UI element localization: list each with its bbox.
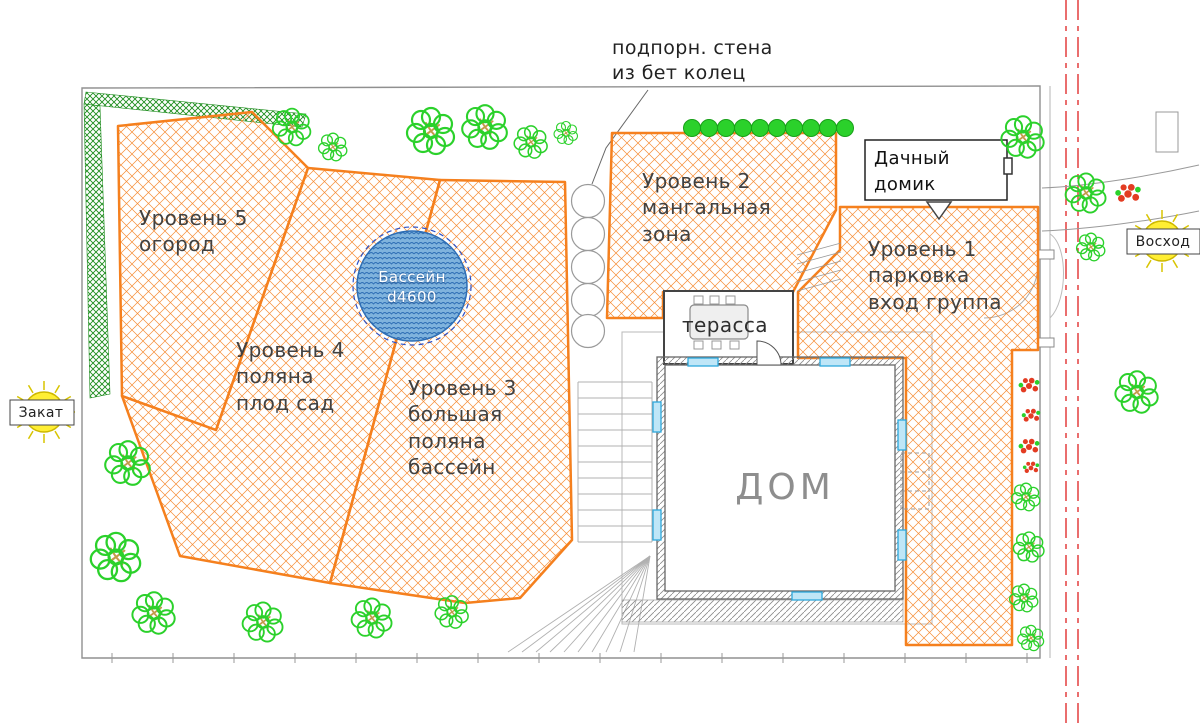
table-icon — [689, 295, 749, 350]
window — [819, 357, 851, 367]
window — [652, 401, 662, 433]
dimension-ticks — [111, 653, 1028, 663]
bush-icon — [717, 119, 735, 137]
door-swing — [756, 340, 782, 366]
pool — [352, 226, 472, 346]
gate-mark — [1037, 337, 1055, 348]
bush-icon — [819, 119, 837, 137]
zones-layer — [116, 110, 1040, 647]
house-building — [621, 340, 930, 623]
bush-icon — [836, 119, 854, 137]
window — [791, 591, 823, 601]
bush-row — [683, 119, 854, 137]
bush-icon — [768, 119, 786, 137]
window — [687, 357, 719, 367]
sunrise-icon — [1126, 209, 1200, 273]
flowers-icon — [1115, 183, 1141, 202]
sunset-icon — [9, 380, 76, 444]
basement-stairs — [900, 452, 930, 510]
zone3-area — [328, 178, 574, 605]
tree-icon — [1114, 370, 1159, 414]
pool-circle — [356, 230, 468, 342]
retaining-band — [621, 599, 904, 623]
sunrise-label-box — [1126, 228, 1200, 255]
slope-hatch — [507, 555, 651, 653]
window — [897, 529, 907, 561]
concrete-rings — [570, 183, 606, 349]
annotation-leader-line — [591, 89, 649, 185]
pool-dashed-outline — [352, 226, 472, 346]
bush-icon — [802, 119, 820, 137]
bush-icon — [734, 119, 752, 137]
road-post — [1155, 111, 1179, 153]
cottage-building — [864, 139, 1013, 221]
north-triangle-mark — [925, 201, 953, 221]
cottage-porch — [1003, 157, 1013, 175]
tree-icon — [1075, 232, 1106, 262]
bush-icon — [751, 119, 769, 137]
bush-icon — [683, 119, 701, 137]
gate-mark — [1037, 249, 1055, 260]
window — [652, 509, 662, 541]
steps — [577, 381, 653, 543]
bush-icon — [785, 119, 803, 137]
house-inner-wall — [664, 364, 896, 592]
tree-icon — [1064, 172, 1107, 214]
window — [897, 419, 907, 451]
sunset-label-box — [9, 399, 75, 426]
entry-steps — [796, 242, 842, 292]
windows — [652, 357, 907, 601]
bush-icon — [700, 119, 718, 137]
